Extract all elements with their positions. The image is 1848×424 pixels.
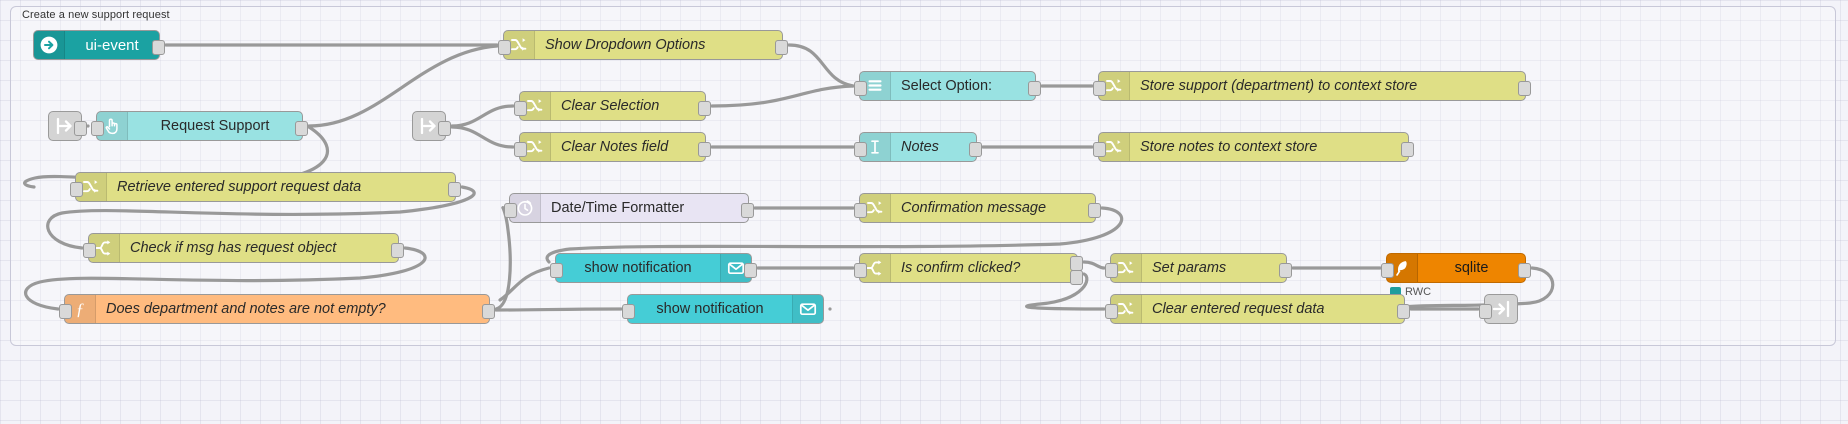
node-select-option[interactable]: Select Option: — [854, 71, 1041, 101]
output-port[interactable] — [1518, 81, 1531, 96]
node-label: Retrieve entered support request data — [117, 179, 362, 195]
link-out-icon — [1492, 300, 1510, 318]
input-port[interactable] — [1479, 304, 1492, 319]
output-port[interactable] — [741, 203, 754, 218]
node-confirmation-message[interactable]: Confirmation message — [854, 193, 1101, 223]
input-port[interactable] — [854, 203, 867, 218]
input-port[interactable] — [854, 263, 867, 278]
link-in-icon — [56, 117, 72, 135]
node-show-notification-2[interactable]: show notification — [622, 294, 824, 324]
node-store-support-to-context[interactable]: Store support (department) to context st… — [1093, 71, 1531, 101]
output-port[interactable] — [969, 142, 982, 157]
output-port[interactable] — [1401, 142, 1414, 157]
node-set-params[interactable]: Set params — [1105, 253, 1292, 283]
node-link-in-2[interactable] — [412, 111, 451, 141]
arrow-right-circle-icon — [34, 31, 65, 59]
node-request-support[interactable]: Request Support — [91, 111, 308, 141]
output-port[interactable] — [775, 40, 788, 55]
node-label: Does department and notes are not empty? — [106, 301, 386, 317]
node-ui-event[interactable]: ui-event — [33, 30, 165, 60]
node-label: Clear entered request data — [1152, 301, 1325, 317]
output-port-2[interactable] — [1070, 270, 1083, 285]
input-port[interactable] — [59, 304, 72, 319]
output-port[interactable] — [1279, 263, 1292, 278]
input-port[interactable] — [498, 40, 511, 55]
output-port[interactable] — [1518, 263, 1531, 278]
node-label: Clear Selection — [561, 98, 660, 114]
node-show-notification-1[interactable]: show notification — [550, 253, 757, 283]
node-does-department-and-notes-not-empty[interactable]: ƒ Does department and notes are not empt… — [59, 294, 495, 324]
output-port[interactable] — [1028, 81, 1041, 96]
envelope-icon — [792, 295, 823, 323]
output-port[interactable] — [74, 121, 87, 136]
node-label: sqlite — [1454, 260, 1489, 276]
input-port[interactable] — [504, 203, 517, 218]
node-label: Select Option: — [901, 78, 993, 94]
input-port[interactable] — [1105, 304, 1118, 319]
input-port[interactable] — [1381, 263, 1394, 278]
node-label: Store notes to context store — [1140, 139, 1318, 155]
node-store-notes-to-context[interactable]: Store notes to context store — [1093, 132, 1414, 162]
node-label: show notification — [584, 260, 692, 276]
input-port[interactable] — [70, 182, 83, 197]
svg-text:ƒ: ƒ — [76, 300, 85, 319]
output-port[interactable] — [448, 182, 461, 197]
status-badge: RWC — [1390, 286, 1431, 298]
output-port[interactable] — [744, 263, 757, 278]
node-label: Set params — [1152, 260, 1227, 276]
link-in-icon — [420, 117, 436, 135]
node-clear-entered-request-data[interactable]: Clear entered request data — [1105, 294, 1410, 324]
node-link-in-1[interactable] — [48, 111, 87, 141]
database-status-icon — [1390, 286, 1401, 298]
output-port[interactable] — [295, 121, 308, 136]
node-link-out-1[interactable] — [1479, 294, 1518, 324]
output-port[interactable] — [391, 243, 404, 258]
input-port[interactable] — [854, 142, 867, 157]
node-label: Date/Time Formatter — [551, 200, 685, 216]
node-sqlite[interactable]: sqlite — [1381, 253, 1531, 283]
status-label: RWC — [1405, 286, 1432, 298]
input-port[interactable] — [91, 121, 104, 136]
output-port[interactable] — [1397, 304, 1410, 319]
node-label: Notes — [901, 139, 939, 155]
node-retrieve-request-data[interactable]: Retrieve entered support request data — [70, 172, 461, 202]
input-port[interactable] — [1105, 263, 1118, 278]
node-label: Request Support — [160, 118, 270, 134]
node-label: Store support (department) to context st… — [1140, 78, 1418, 94]
output-port[interactable] — [152, 40, 165, 55]
output-port[interactable] — [698, 142, 711, 157]
input-port[interactable] — [854, 81, 867, 96]
input-port[interactable] — [622, 304, 635, 319]
input-port[interactable] — [83, 243, 96, 258]
output-port[interactable] — [1088, 203, 1101, 218]
input-port[interactable] — [550, 263, 563, 278]
node-datetime-formatter[interactable]: Date/Time Formatter — [504, 193, 754, 223]
input-port[interactable] — [514, 101, 527, 116]
output-port[interactable] — [482, 304, 495, 319]
output-port[interactable] — [698, 101, 711, 116]
node-check-msg-has-request-object[interactable]: Check if msg has request object — [83, 233, 404, 263]
node-label: ui-event — [85, 36, 139, 54]
output-port-1[interactable] — [1070, 256, 1083, 271]
node-notes[interactable]: Notes — [854, 132, 982, 162]
input-port[interactable] — [1093, 142, 1106, 157]
node-label: Show Dropdown Options — [545, 37, 706, 53]
output-port[interactable] — [438, 121, 451, 136]
node-is-confirm-clicked[interactable]: Is confirm clicked? — [854, 253, 1083, 285]
node-clear-notes-field[interactable]: Clear Notes field — [514, 132, 711, 162]
input-port[interactable] — [514, 142, 527, 157]
node-show-dropdown-options[interactable]: Show Dropdown Options — [498, 30, 788, 60]
flow-group-label: Create a new support request — [22, 9, 170, 21]
input-port[interactable] — [1093, 81, 1106, 96]
node-label: Clear Notes field — [561, 139, 669, 155]
node-label: Check if msg has request object — [130, 240, 337, 256]
node-label: Confirmation message — [901, 200, 1047, 216]
node-label: show notification — [656, 301, 764, 317]
node-clear-selection[interactable]: Clear Selection — [514, 91, 711, 121]
node-label: Is confirm clicked? — [901, 260, 1021, 276]
